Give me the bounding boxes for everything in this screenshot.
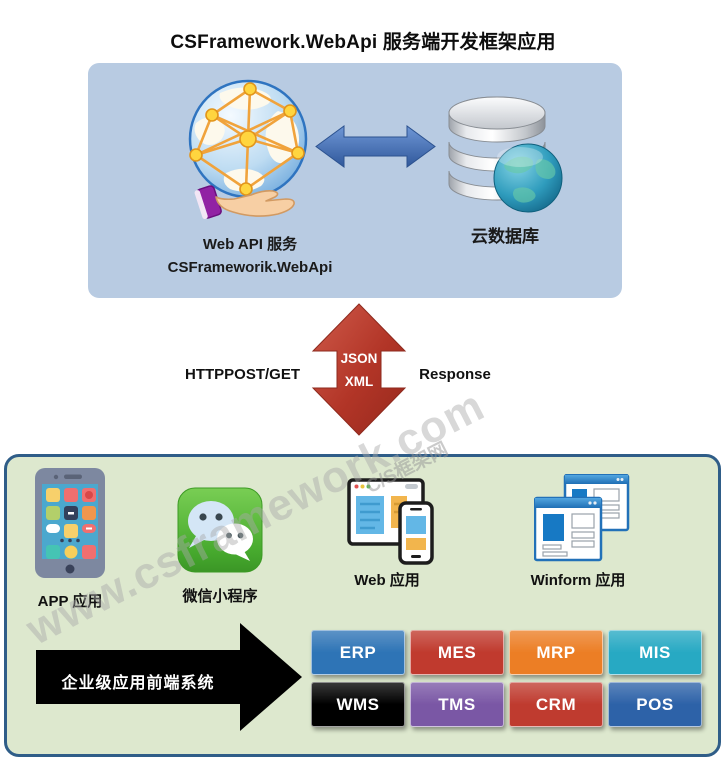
web-client-label: Web 应用 [354, 572, 420, 589]
app-client-label: APP 应用 [37, 593, 103, 610]
system-box-wms: WMS [311, 682, 405, 727]
webapi-globe-icon [182, 77, 319, 232]
smartphone-icon [33, 466, 107, 585]
http-post-get-label: HTTPPOST/GET [184, 366, 300, 383]
webapi-service-label: Web API 服务 [202, 236, 298, 253]
wechat-client-label: 微信小程序 [182, 588, 258, 605]
xml-label: XML [344, 374, 374, 389]
wechat-icon [177, 487, 263, 578]
page-title: CSFramework.WebApi 服务端开发框架应用 [170, 32, 556, 53]
web-app-icon [347, 476, 439, 573]
cloud-database-icon [441, 85, 565, 220]
system-box-mis: MIS [608, 630, 702, 675]
webapi-framework-label: CSFrameworik.WebApi [167, 259, 333, 276]
hand-icon [194, 185, 295, 220]
system-box-tms: TMS [410, 682, 504, 727]
vertical-double-arrow-icon [309, 302, 409, 437]
horizontal-double-arrow-icon [314, 123, 437, 175]
winform-client-label: Winform 应用 [530, 572, 626, 589]
frontend-systems-arrow-icon [36, 622, 303, 732]
frontend-systems-label: 企业级应用前端系统 [61, 675, 215, 692]
winform-icon [533, 473, 630, 569]
system-box-mes: MES [410, 630, 504, 675]
systems-grid: ERP MES MRP MIS WMS TMS CRM POS [311, 630, 702, 727]
system-box-erp: ERP [311, 630, 405, 675]
system-box-crm: CRM [509, 682, 603, 727]
system-box-pos: POS [608, 682, 702, 727]
response-label: Response [419, 366, 491, 383]
system-box-mrp: MRP [509, 630, 603, 675]
cloud-database-label: 云数据库 [471, 227, 539, 246]
json-label: JSON [340, 351, 378, 366]
